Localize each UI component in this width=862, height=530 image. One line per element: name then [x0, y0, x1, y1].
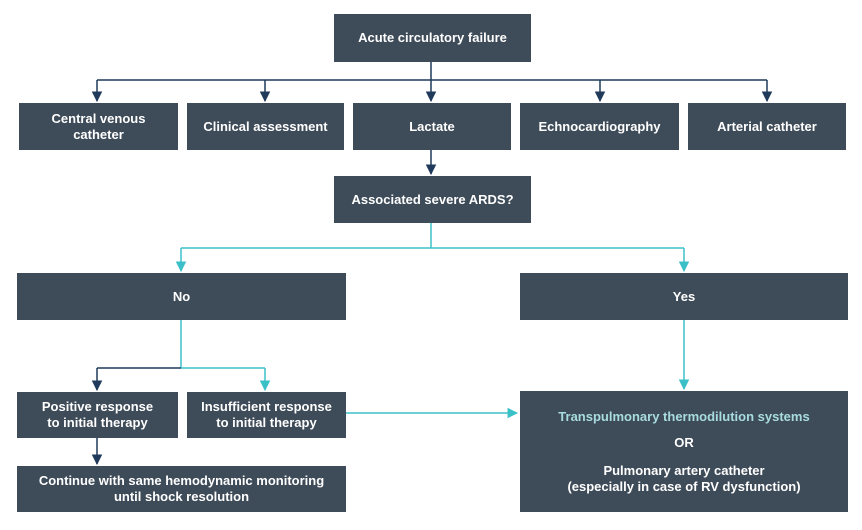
node-label-transpulmonary: Transpulmonary thermodilution systems [558, 408, 810, 424]
node-label: Lactate [409, 118, 455, 134]
node-acute-circulatory-failure: Acute circulatory failure [334, 14, 531, 62]
node-label-line2: to initial therapy [216, 415, 317, 430]
node-label: Yes [672, 288, 696, 304]
node-label: Associated severe ARDS? [351, 191, 514, 207]
node-label: Echnocardiography [538, 118, 661, 134]
node-advanced-monitoring: Transpulmonary thermodilution systems OR… [520, 391, 848, 512]
node-yes: Yes [520, 273, 848, 320]
node-label-line2: to initial therapy [47, 415, 148, 430]
node-label: Clinical assessment [203, 118, 328, 134]
node-clinical-assessment: Clinical assessment [187, 103, 344, 150]
node-label-line1: Continue with same hemodynamic monitorin… [38, 473, 325, 488]
node-central-venous-catheter: Central venous catheter [19, 103, 178, 150]
node-associated-severe-ards: Associated severe ARDS? [334, 176, 531, 223]
node-arterial-catheter: Arterial catheter [688, 103, 846, 150]
node-label-or: OR [674, 434, 694, 450]
node-continue-monitoring: Continue with same hemodynamic monitorin… [17, 466, 346, 512]
node-label: Central venous catheter [51, 110, 146, 142]
node-label: Acute circulatory failure [358, 30, 507, 45]
node-label: No [172, 288, 191, 304]
node-no: No [17, 273, 346, 320]
node-insufficient-response: Insufficient response to initial therapy [187, 392, 346, 438]
node-label-pac-line1: Pulmonary artery catheter [603, 462, 765, 478]
node-label-line1: Positive response [41, 399, 154, 414]
node-label-line1: Insufficient response [201, 399, 332, 414]
node-label: Arterial catheter [717, 118, 817, 134]
node-lactate: Lactate [353, 103, 511, 150]
node-echocardiography: Echnocardiography [520, 103, 679, 150]
node-positive-response: Positive response to initial therapy [17, 392, 178, 438]
node-label-pac-line2: (especially in case of RV dysfunction) [567, 478, 801, 494]
node-label-line2: until shock resolution [113, 489, 250, 504]
